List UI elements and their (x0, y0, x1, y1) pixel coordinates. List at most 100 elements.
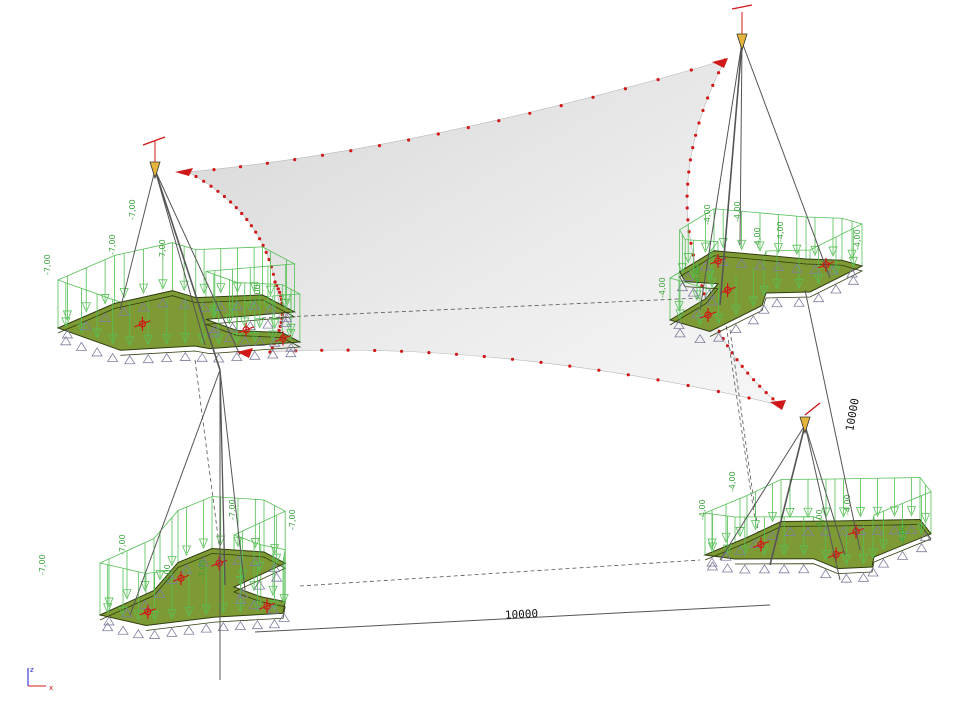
edge-node (711, 83, 715, 87)
edge-node (320, 153, 325, 157)
foundation-bottom-right[interactable]: -4,00 -4,00 -4,00 -4,00 -4,00 (698, 471, 932, 583)
foundation-bottom-left[interactable]: -7,00-7,00-7,00-7,00-7,00-7,00 (38, 496, 297, 639)
cable (154, 169, 206, 346)
cable (804, 424, 846, 556)
edge-node (240, 211, 244, 216)
edge-node (623, 87, 628, 91)
edge-node (497, 119, 501, 123)
edge-node (528, 111, 532, 115)
supports (60, 298, 297, 365)
load-value: -7,00 (43, 254, 52, 275)
foundation-slab[interactable] (98, 547, 287, 627)
edge-node (694, 133, 698, 137)
edge-node (234, 206, 238, 210)
edge-node (466, 126, 470, 130)
load-value: -4,00 (898, 524, 907, 545)
load-value: -7,00 (108, 234, 117, 255)
cable (219, 369, 246, 591)
edge-node (271, 272, 275, 276)
edge-node (264, 250, 268, 254)
edge-node (454, 352, 459, 356)
load-value: -4,00 (853, 229, 862, 250)
edge-node (687, 170, 691, 174)
edge-node (267, 257, 271, 262)
edge-node (427, 351, 431, 355)
cable (254, 604, 771, 633)
edge-node (717, 71, 721, 75)
supports (706, 524, 932, 583)
load-arrows (61, 244, 296, 347)
edge-node (626, 373, 630, 377)
edge-node (689, 241, 693, 245)
load-arrows (103, 497, 289, 622)
load-labels: -4,00-4,00-4,00-4,00-4,00-4,00-4,00 (658, 201, 862, 298)
load-arrows (674, 209, 858, 326)
edge-node (400, 349, 404, 353)
edge-node (320, 348, 324, 352)
load-value: -4,00 (728, 471, 737, 492)
dimensions: 10000 10000 (505, 397, 862, 622)
membrane-surface[interactable] (186, 59, 781, 406)
edge-node (685, 194, 689, 198)
edge-node (216, 189, 220, 193)
foundation-slab[interactable] (56, 290, 302, 351)
foundation-top-right[interactable]: -4,00-4,00-4,00-4,00-4,00-4,00-4,00 (658, 201, 864, 344)
edge-node (568, 364, 572, 368)
cable (804, 289, 861, 551)
edge-node (735, 358, 739, 362)
cable (219, 369, 226, 586)
load-value: -7,00 (288, 509, 297, 530)
cable (699, 41, 743, 311)
edge-node (265, 161, 269, 165)
edge-node (725, 344, 730, 348)
axis-z-label: z (30, 666, 34, 674)
cable (719, 424, 806, 561)
load-value: -7,00 (198, 559, 207, 580)
edge-node (346, 348, 350, 352)
load-value: -7,00 (253, 284, 262, 305)
edge-node (747, 396, 751, 400)
load-value: -7,00 (163, 564, 172, 585)
edge-node (273, 280, 277, 284)
load-value: -4,00 (815, 509, 824, 530)
edge-node (407, 138, 411, 142)
load-value: -4,00 (703, 204, 712, 225)
edge-node (209, 184, 213, 188)
axis-x-label: x (49, 684, 53, 692)
edge-node (373, 348, 377, 353)
edge-node (764, 391, 768, 395)
load-labels: -4,00 -4,00 -4,00 -4,00 -4,00 (698, 471, 907, 545)
edge-node (691, 146, 695, 150)
edge-node (716, 389, 721, 394)
edge-node (706, 96, 710, 100)
edge-node (245, 217, 249, 222)
edge-node (689, 68, 693, 72)
load-value: -4,00 (733, 201, 742, 222)
load-value: -4,00 (776, 221, 785, 242)
cable (129, 369, 221, 616)
edge-node (277, 328, 281, 333)
cable (154, 169, 241, 356)
mast-bottom-right (769, 424, 806, 566)
edge-node (510, 357, 515, 361)
load-value: -4,00 (843, 494, 852, 515)
edge-node (771, 397, 775, 401)
load-value: -4,00 (698, 499, 707, 520)
mast-heads (142, 4, 821, 435)
anchor-symbols (699, 254, 835, 322)
mast-top-right (719, 41, 743, 306)
edge-node (377, 144, 382, 148)
anchor-symbols (134, 316, 292, 346)
edge-node (482, 354, 486, 359)
edge-node (559, 104, 563, 108)
load-value: -7,00 (128, 199, 137, 220)
edge-node (686, 182, 690, 186)
edge-node (293, 158, 297, 162)
edge-node (656, 378, 660, 382)
mast-top-left (154, 169, 221, 371)
edge-node (202, 179, 206, 183)
edge-node (686, 383, 690, 388)
edge-node (278, 290, 282, 294)
masts-and-cables[interactable] (119, 41, 861, 680)
